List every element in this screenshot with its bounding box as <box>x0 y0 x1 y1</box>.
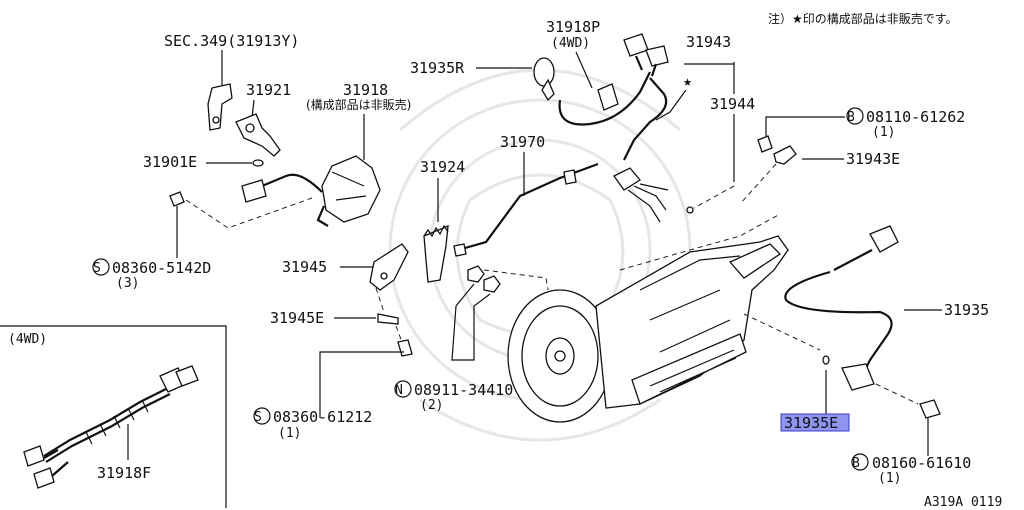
label-08360-61212: 08360-61212 <box>273 408 372 426</box>
prefix-s-2: S <box>254 410 262 425</box>
star-marker: ★ <box>683 72 692 90</box>
label-31918P-sub: (4WD) <box>551 36 590 51</box>
bracket-31913y <box>207 83 233 131</box>
bolt-08110-61262 <box>757 135 773 153</box>
label-31944: 31944 <box>710 95 755 113</box>
label-31918-note: (構成部品は非販売) <box>306 97 411 112</box>
non-sale-note: 注）★印の構成部品は非販売です。 <box>768 11 958 26</box>
label-31935E[interactable]: 31935E <box>784 414 838 432</box>
qty-08160-61610: (1) <box>878 471 901 486</box>
rod-31970 <box>453 162 599 257</box>
detent-plate-31924 <box>423 224 449 283</box>
label-31924: 31924 <box>420 158 465 176</box>
label-31970: 31970 <box>500 133 545 151</box>
label-08160-61610: 08160-61610 <box>872 454 971 472</box>
bolt-08360-5142D <box>169 191 185 258</box>
washer-31901E <box>252 159 264 167</box>
label-08360-5142D: 08360-5142D <box>112 259 211 277</box>
sensor-harness-31935 <box>784 225 899 391</box>
qty-08911-34410: (2) <box>420 398 443 413</box>
oring-31935E <box>822 355 830 365</box>
label-31918: 31918 <box>343 81 388 99</box>
label-31918P: 31918P <box>546 18 600 36</box>
switch-31921 <box>235 113 281 157</box>
prefix-s-1: S <box>93 261 101 276</box>
washer-31945E <box>377 313 399 325</box>
qty-08360-5142D: (3) <box>116 276 139 291</box>
inset-title: (4WD) <box>8 332 47 347</box>
label-31945: 31945 <box>282 258 327 276</box>
figure-code: A319A 0119 <box>924 495 1002 510</box>
harness-31943 <box>613 77 694 223</box>
nuts-08911-34410 <box>467 265 501 293</box>
label-31921: 31921 <box>246 81 291 99</box>
label-31901E: 31901E <box>143 153 197 171</box>
transmission-assembly <box>507 235 789 423</box>
qty-08360-61212: (1) <box>278 426 301 441</box>
label-31918F: 31918F <box>97 464 151 482</box>
bolt-08160-61610 <box>919 399 941 419</box>
label-31935: 31935 <box>944 301 989 319</box>
label-31945E: 31945E <box>270 309 324 327</box>
clip-31935R <box>533 57 555 102</box>
label-31943E: 31943E <box>846 150 900 168</box>
prefix-n: N <box>395 383 403 398</box>
bolt-08360-61212 <box>397 339 413 357</box>
label-31935R: 31935R <box>410 59 465 77</box>
lever-31945 <box>369 243 409 291</box>
prefix-b-2: B <box>852 456 860 471</box>
prefix-b-1: B <box>847 110 855 125</box>
inhibitor-switch-31918 <box>241 155 381 227</box>
label-08911-34410: 08911-34410 <box>414 381 513 399</box>
bracket-31943E <box>773 145 797 165</box>
label-sec349: SEC.349(31913Y) <box>164 32 299 50</box>
qty-08110-61262: (1) <box>872 125 895 140</box>
inset-4wd: (4WD) 31918F <box>0 325 227 508</box>
label-31943: 31943 <box>686 33 731 51</box>
highlight-31935E[interactable] <box>780 413 850 432</box>
label-08110-61262: 08110-61262 <box>866 108 965 126</box>
harness-31918P <box>558 33 669 126</box>
